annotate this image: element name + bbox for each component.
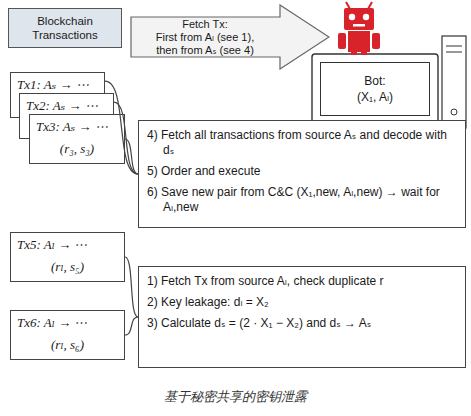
node-subtext: First from Aₗ (see 1), then from Aₛ (see…: [144, 31, 266, 57]
node-text: 4) Fetch all transactions from source Aₛ…: [147, 128, 457, 158]
robot-leg: [361, 52, 367, 55]
text-area: Tx6: Aₗ → ⋯ (rₗ, s₆): [11, 311, 124, 357]
node-text: 1) Fetch Tx from source Aₗ, check duplic…: [147, 274, 457, 289]
text-area: Tx3: Aₛ → ⋯ (r₃, s₃): [30, 115, 124, 161]
node-subtext: 6) Save new pair from C&C (X₁,new, Aₗ,ne…: [147, 185, 457, 215]
transaction-box: Tx5: Aₗ → ⋯ (rₗ, s₅): [10, 232, 125, 282]
computer-tower: [442, 36, 466, 128]
text-area: Fetch Tx:First from Aₗ (see 1), then fro…: [130, 17, 280, 57]
robot-eye: [363, 14, 369, 20]
node-text: Tx1: Aₛ → ⋯: [17, 77, 98, 93]
node-text: Tx2: Aₛ → ⋯: [26, 98, 107, 114]
tower-case: [442, 36, 466, 128]
node-text: Fetch Tx:: [182, 18, 228, 31]
tower-slot: [446, 46, 462, 47]
node-text: Blockchain Transactions: [15, 14, 115, 42]
step-box: 1) Fetch Tx from source Aₗ, check duplic…: [138, 266, 466, 368]
robot-antenna: [346, 2, 350, 9]
node-text: Bot:: [357, 73, 393, 89]
figure-caption: 基于秘密共享的密钥泄露: [0, 388, 471, 406]
transaction-box: Tx3: Aₛ → ⋯ (r₃, s₃): [29, 114, 125, 164]
node-subtext: (rₗ, s₆): [17, 337, 118, 353]
node-text: Tx5: Aₗ → ⋯: [17, 237, 118, 253]
text-area: 1) Fetch Tx from source Aₗ, check duplic…: [139, 267, 465, 341]
node-subtext: (r₃, s₃): [36, 141, 118, 157]
robot-body: [348, 31, 370, 52]
monitor-frame: [312, 54, 438, 124]
robot-icon: [338, 2, 380, 55]
node-subtext: (rₗ, s₅): [17, 259, 118, 275]
brace-connector: [125, 317, 138, 335]
robot-leg: [351, 52, 357, 55]
robot-arm: [338, 33, 346, 49]
node-text: Tx3: Aₛ → ⋯: [36, 119, 118, 135]
robot-head: [344, 8, 374, 30]
bot-screen: Bot:(X₁, Aₗ): [320, 62, 430, 116]
text-area: Blockchain Transactions: [9, 14, 121, 42]
node-text: Tx6: Aₗ → ⋯: [17, 315, 118, 331]
robot-mouth: [353, 24, 365, 27]
transaction-box: Tx6: Aₗ → ⋯ (rₗ, s₆): [10, 310, 125, 360]
text-area: Bot:(X₁, Aₗ): [357, 73, 393, 105]
text-area: Tx5: Aₗ → ⋯ (rₗ, s₅): [11, 233, 124, 279]
node-subtext: 5) Order and execute: [147, 164, 457, 179]
text-area: 4) Fetch all transactions from source Aₛ…: [139, 121, 465, 225]
node-subtext: 3) Calculate dₛ = (2 · X₁ − X₂) and dₛ →…: [147, 316, 457, 331]
brace-connector: [125, 139, 138, 174]
tower-button: [451, 109, 457, 115]
arrow-shape: [131, 5, 329, 69]
robot-arm: [372, 33, 380, 49]
step-box: 4) Fetch all transactions from source Aₛ…: [138, 120, 466, 228]
node-subtext: (X₁, Aₗ): [357, 89, 393, 105]
robot-antenna: [368, 2, 372, 9]
node-subtext: 2) Key leakage: dₗ = X₂: [147, 295, 457, 310]
robot-eye: [349, 14, 355, 20]
fetch-arrow: Fetch Tx:First from Aₗ (see 1), then fro…: [130, 4, 330, 70]
source-box: Blockchain Transactions: [8, 8, 122, 48]
tower-slot: [446, 52, 462, 53]
brace-connector: [125, 257, 138, 317]
